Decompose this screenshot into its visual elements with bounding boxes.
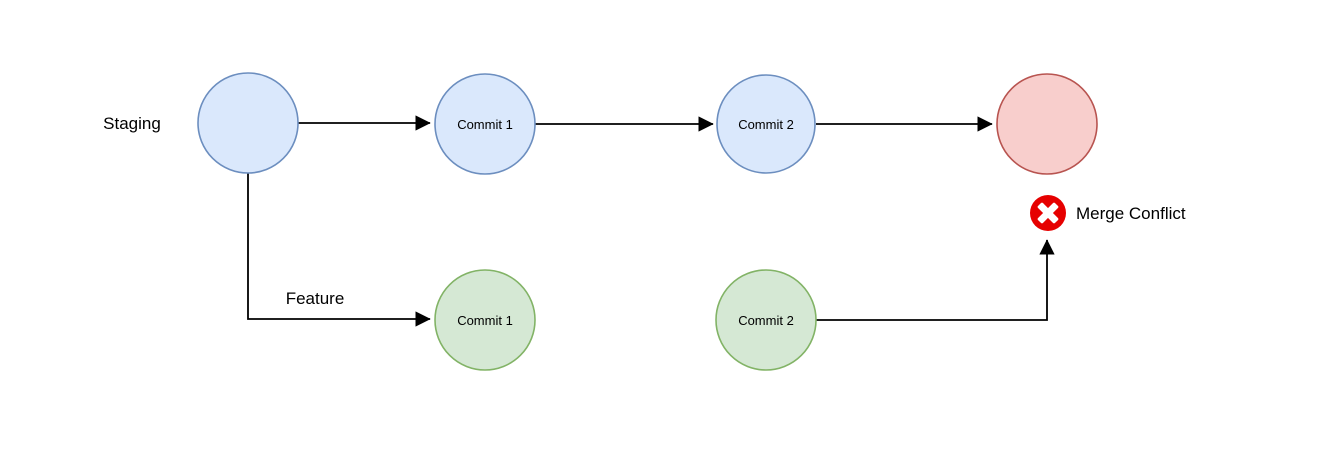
connector-root-to-feature-commit1 [247, 173, 431, 327]
feature-branch-label: Feature [286, 289, 345, 308]
commit-circle [996, 73, 1098, 175]
commit-label: Commit 1 [457, 313, 513, 328]
commit-circle [434, 73, 536, 175]
commit-label: Commit 1 [457, 117, 513, 132]
connector-feature-commit2-to-conflict [816, 239, 1055, 321]
feature-commit-2-node: Commit 2 [715, 269, 817, 371]
commit-circle [716, 74, 816, 174]
staging-root-node [197, 72, 299, 174]
error-x-glyph [1037, 202, 1059, 224]
error-x-icon [1030, 195, 1066, 231]
commit-label: Commit 2 [738, 313, 794, 328]
commit-label: Commit 2 [738, 117, 794, 132]
merge-target-node [996, 73, 1098, 175]
feature-commit-1-node: Commit 1 [434, 269, 536, 371]
staging-branch-label: Staging [103, 114, 161, 133]
merge-conflict-label: Merge Conflict [1076, 204, 1186, 223]
staging-commit-1-node: Commit 1 [434, 73, 536, 175]
commit-circle [197, 72, 299, 174]
commit-circle [434, 269, 536, 371]
commit-circle [715, 269, 817, 371]
staging-commit-2-node: Commit 2 [716, 74, 816, 174]
